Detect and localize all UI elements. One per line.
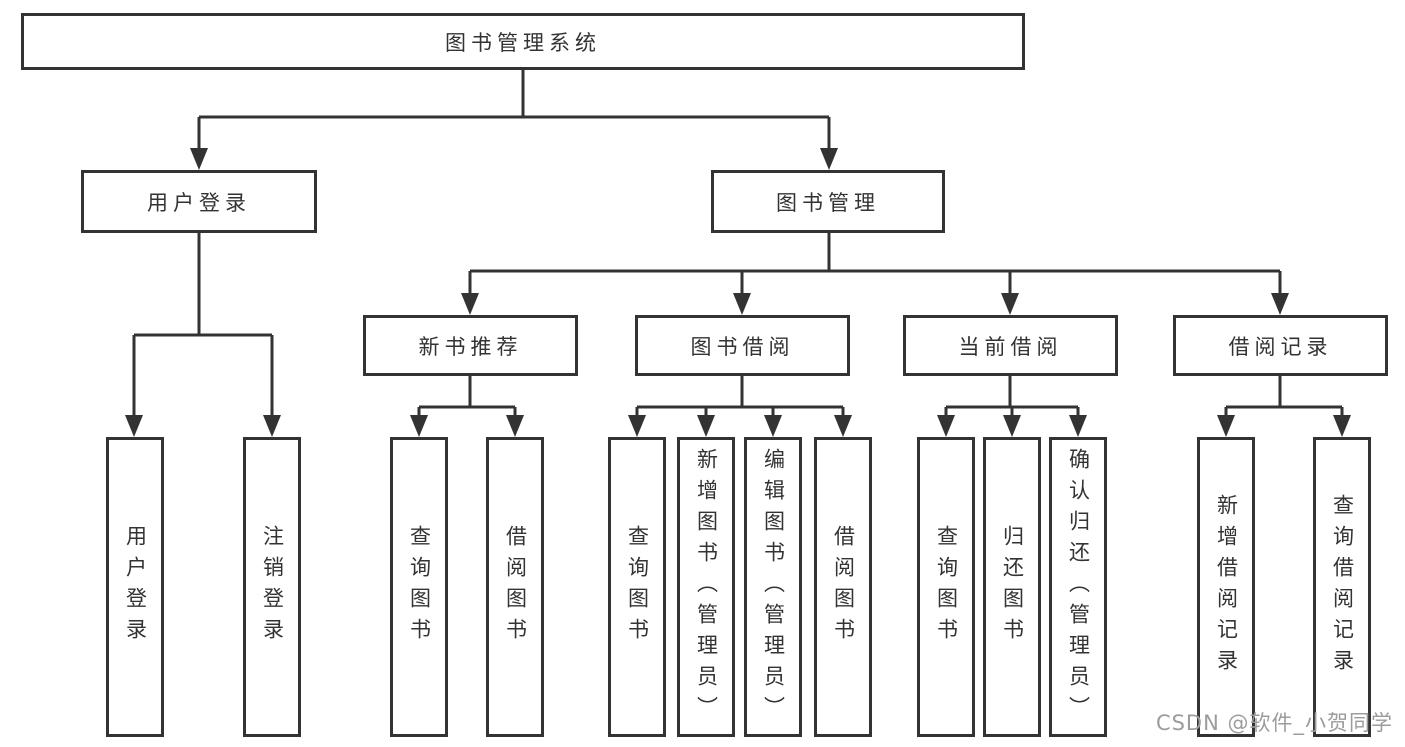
- node-user-login-label: 用户登录: [147, 190, 251, 215]
- arrowhead-leaf-login: [125, 415, 143, 437]
- leaf-add-borrow-record-label: 新增借阅记录: [1214, 494, 1239, 680]
- arrowhead-g2-2: [506, 415, 524, 437]
- leaf-confirm-return-admin: 确认归还（管理员）: [1049, 437, 1107, 737]
- connector-branch-level3: [470, 269, 1280, 273]
- connector-arm-g4-1: [944, 407, 948, 417]
- connector-arm-g3-2: [704, 407, 708, 417]
- connector-root-stem: [521, 70, 525, 117]
- arrowhead-g2-1: [410, 415, 428, 437]
- leaf-logout-label: 注销登录: [260, 525, 285, 649]
- leaf-query-book-newrec-label: 查询图书: [407, 525, 432, 649]
- leaf-borrow-book-newrec-label: 借阅图书: [503, 525, 528, 649]
- leaf-borrow-book-label: 借阅图书: [831, 525, 856, 649]
- connector-book-borrow-stem: [740, 376, 744, 408]
- connector-branch-user-login: [134, 333, 272, 337]
- leaf-return-book: 归还图书: [983, 437, 1041, 737]
- connector-arm-g3-1: [635, 407, 639, 417]
- node-borrow-records: 借阅记录: [1173, 315, 1388, 376]
- connector-arm-g5-1: [1224, 407, 1228, 417]
- leaf-query-book-borrow-label: 查询图书: [625, 525, 650, 649]
- arrowhead-g5-2: [1333, 415, 1351, 437]
- connector-arm-leaf-login: [132, 335, 136, 417]
- connector-book-mgmt-stem: [827, 233, 831, 271]
- arrowhead-g3-1: [628, 415, 646, 437]
- leaf-query-borrow-record: 查询借阅记录: [1313, 437, 1371, 737]
- connector-arm-user-login: [197, 117, 201, 150]
- connector-arm-borrow-records: [1278, 271, 1282, 295]
- node-book-mgmt: 图书管理: [711, 170, 945, 233]
- node-root-label: 图书管理系统: [445, 30, 601, 55]
- leaf-edit-book-admin: 编辑图书（管理员）: [744, 437, 802, 737]
- watermark: CSDN @软件_小贺同学: [1155, 711, 1393, 735]
- node-book-borrow-label: 图书借阅: [690, 334, 795, 359]
- arrowhead-g4-2: [1003, 415, 1021, 437]
- connector-new-book-stem: [468, 376, 472, 408]
- connector-borrow-records-stem: [1278, 376, 1282, 408]
- node-current-borrow-label: 当前借阅: [958, 334, 1063, 359]
- leaf-borrow-book: 借阅图书: [814, 437, 872, 737]
- connector-arm-current-borrow: [1008, 271, 1012, 295]
- leaf-user-login: 用户登录: [106, 437, 164, 737]
- leaf-query-book-current-label: 查询图书: [934, 525, 959, 649]
- connector-arm-g5-2: [1340, 407, 1344, 417]
- node-root-system: 图书管理系统: [21, 13, 1025, 70]
- arrowhead-g3-4: [834, 415, 852, 437]
- arrowhead-current-borrow: [1001, 293, 1019, 315]
- connector-arm-book-borrow: [740, 271, 744, 295]
- connector-user-login-stem: [197, 233, 201, 335]
- node-current-borrow: 当前借阅: [903, 315, 1118, 376]
- leaf-query-book-newrec: 查询图书: [390, 437, 448, 737]
- node-new-book-rec: 新书推荐: [363, 315, 578, 376]
- arrowhead-g3-2: [697, 415, 715, 437]
- leaf-logout: 注销登录: [243, 437, 301, 737]
- leaf-add-book-admin: 新增图书（管理员）: [677, 437, 735, 737]
- node-book-borrow: 图书借阅: [635, 315, 850, 376]
- node-user-login: 用户登录: [81, 170, 317, 233]
- node-book-mgmt-label: 图书管理: [776, 190, 880, 215]
- arrowhead-g3-3: [764, 415, 782, 437]
- connector-arm-new-book: [468, 271, 472, 295]
- arrowhead-user-login: [190, 148, 208, 170]
- leaf-add-book-admin-label: 新增图书（管理员）: [694, 447, 719, 727]
- connector-arm-g4-3: [1076, 407, 1080, 417]
- leaf-edit-book-admin-label: 编辑图书（管理员）: [761, 447, 786, 727]
- leaf-return-book-label: 归还图书: [1000, 525, 1025, 649]
- connector-arm-g3-3: [771, 407, 775, 417]
- connector-arm-book-mgmt: [827, 117, 831, 150]
- connector-branch-book-borrow: [637, 405, 843, 409]
- connector-arm-g2-1: [417, 407, 421, 417]
- arrowhead-g5-1: [1217, 415, 1235, 437]
- connector-branch-level2: [199, 115, 829, 119]
- connector-arm-g4-2: [1010, 407, 1014, 417]
- connector-current-borrow-stem: [1008, 376, 1012, 408]
- node-borrow-records-label: 借阅记录: [1228, 334, 1333, 359]
- connector-arm-leaf-logout: [270, 335, 274, 417]
- connector-arm-g2-2: [513, 407, 517, 417]
- arrowhead-book-borrow: [733, 293, 751, 315]
- leaf-query-book-current: 查询图书: [917, 437, 975, 737]
- leaf-user-login-label: 用户登录: [123, 525, 148, 649]
- connector-branch-new-book: [419, 405, 515, 409]
- leaf-query-borrow-record-label: 查询借阅记录: [1330, 494, 1355, 680]
- arrowhead-g4-1: [937, 415, 955, 437]
- leaf-query-book-borrow: 查询图书: [608, 437, 666, 737]
- arrowhead-g4-3: [1069, 415, 1087, 437]
- arrowhead-leaf-logout: [263, 415, 281, 437]
- arrowhead-new-book: [461, 293, 479, 315]
- arrowhead-borrow-records: [1271, 293, 1289, 315]
- connector-arm-g3-4: [841, 407, 845, 417]
- node-new-book-rec-label: 新书推荐: [418, 334, 523, 359]
- connector-branch-borrow-records: [1226, 405, 1342, 409]
- leaf-confirm-return-admin-label: 确认归还（管理员）: [1066, 447, 1091, 727]
- arrowhead-book-mgmt: [820, 148, 838, 170]
- leaf-add-borrow-record: 新增借阅记录: [1197, 437, 1255, 737]
- leaf-borrow-book-newrec: 借阅图书: [486, 437, 544, 737]
